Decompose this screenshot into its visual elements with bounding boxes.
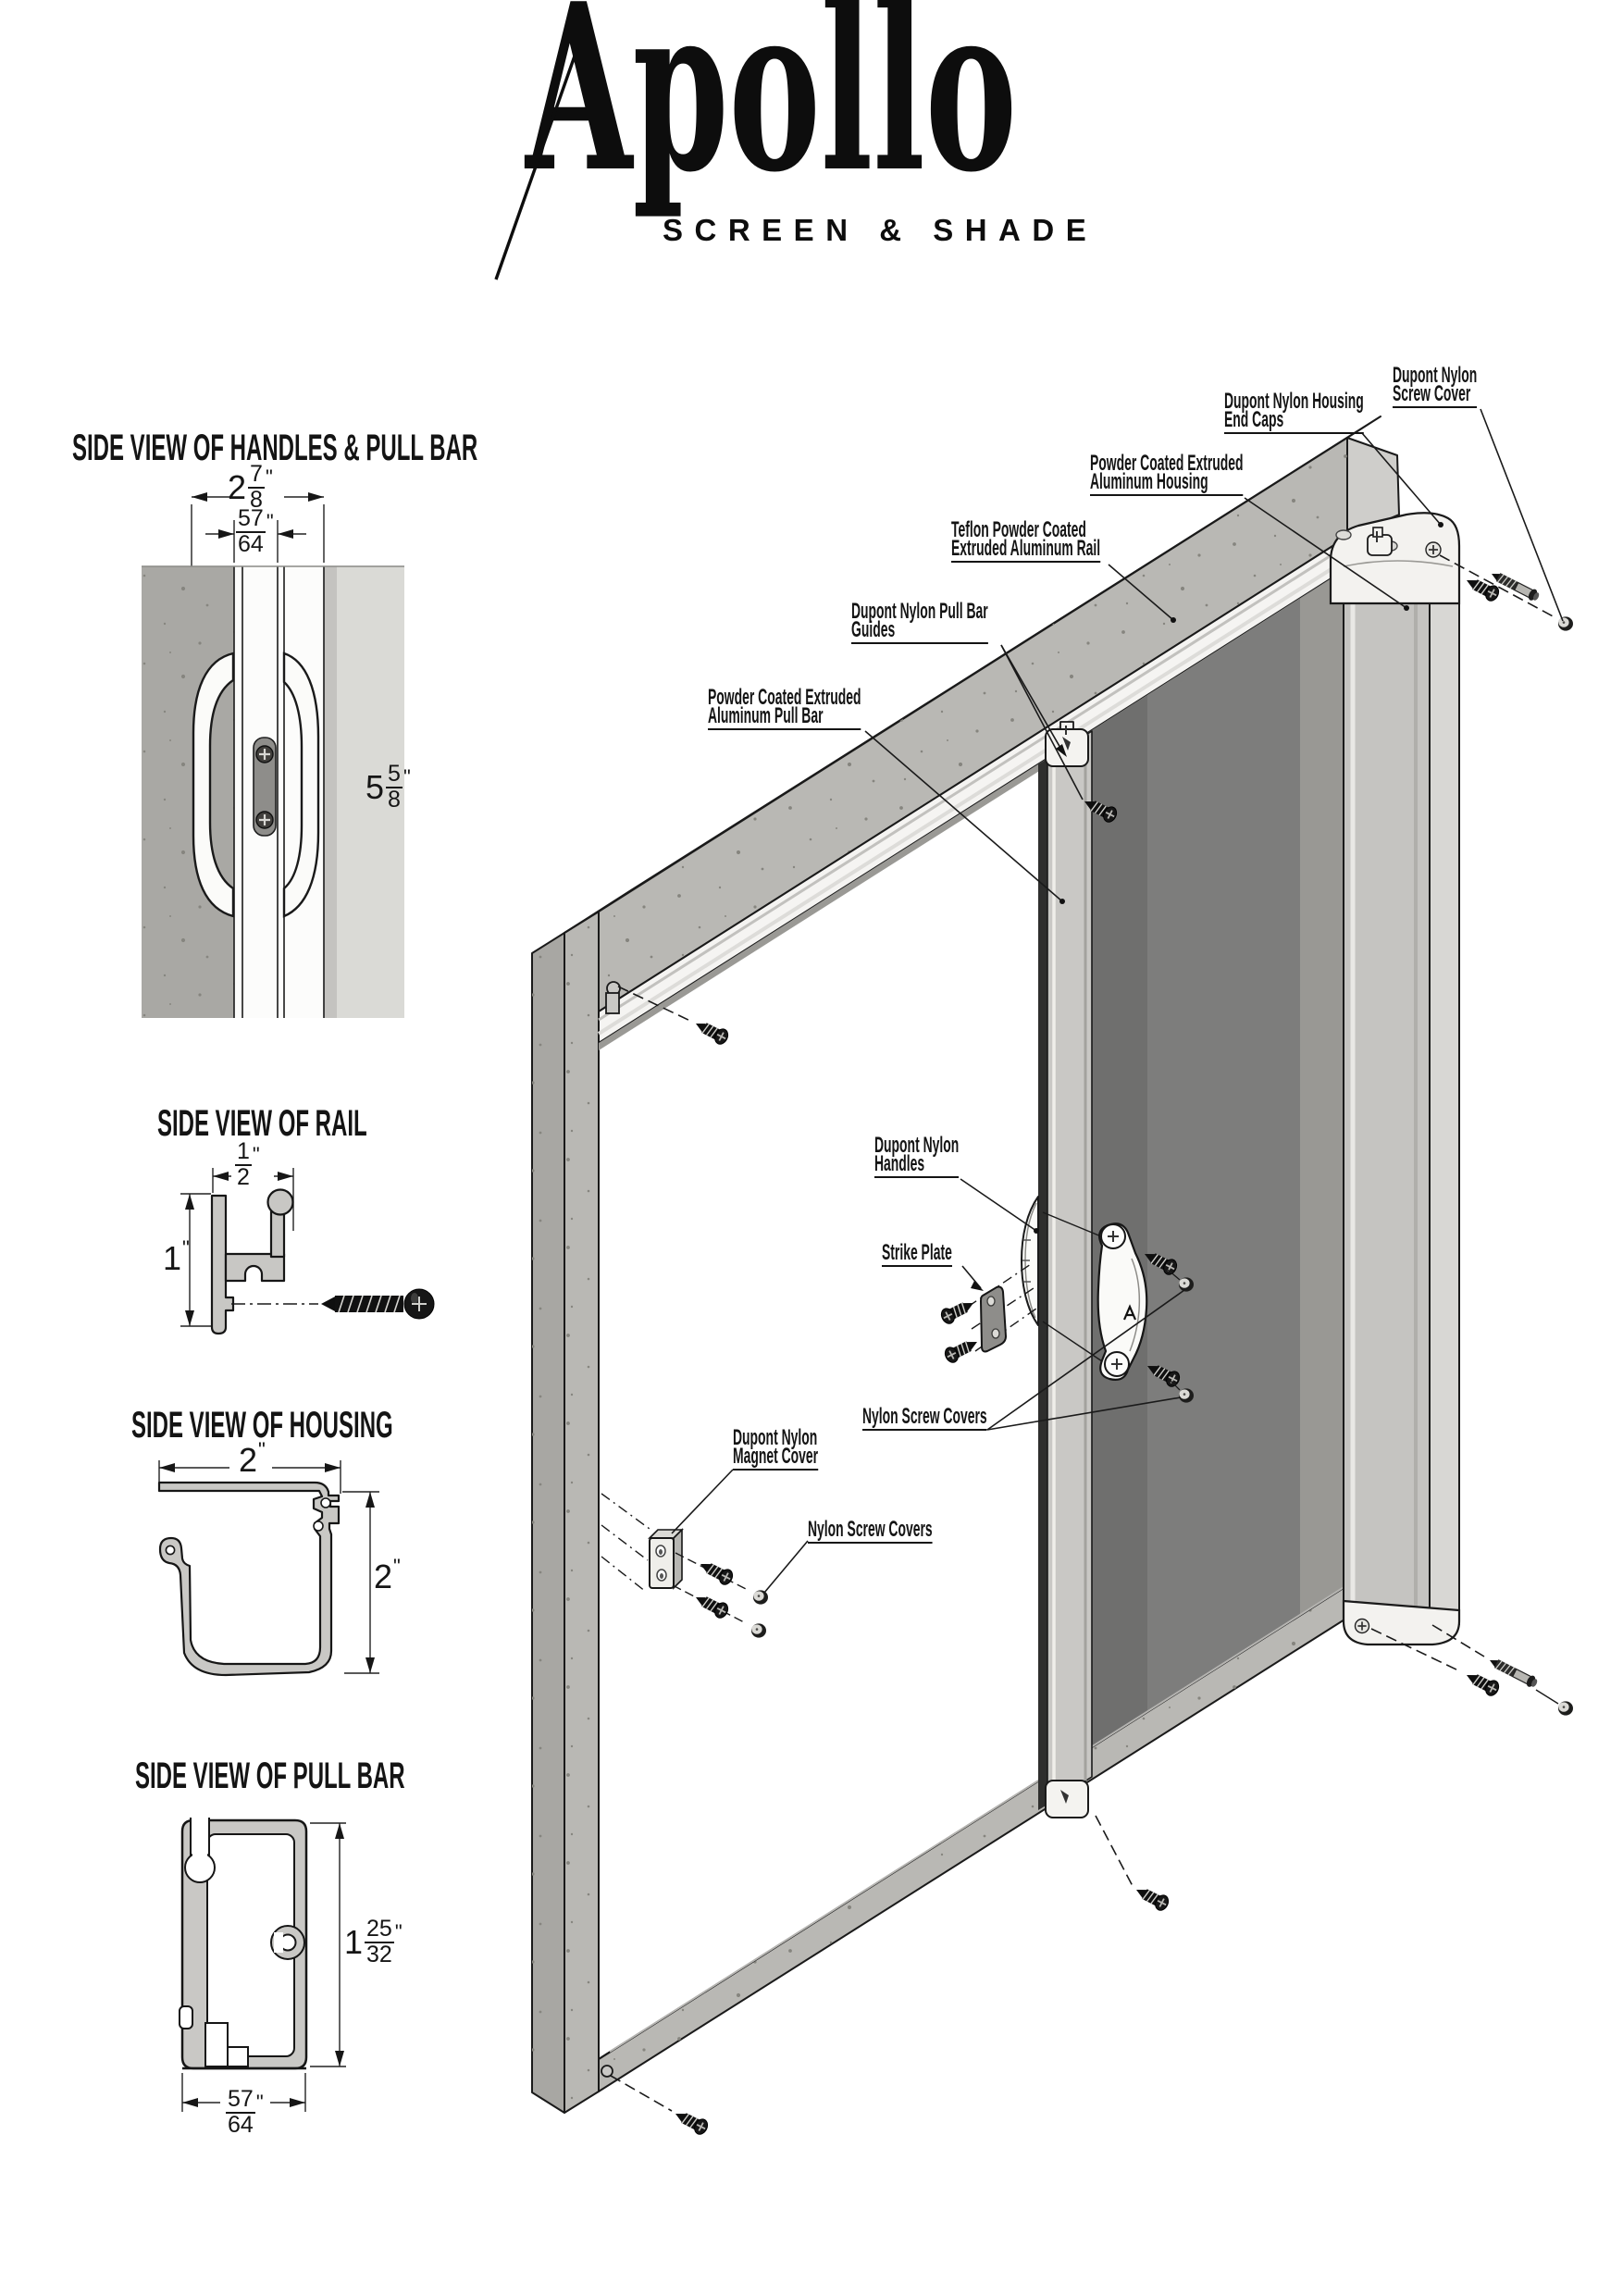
pull-bar-guide-bottom: [1045, 1780, 1089, 1818]
screw-icon: [1462, 1667, 1503, 1699]
screw-cover-icon: [1558, 616, 1573, 631]
title-side-view-housing: SIDE VIEW OF HOUSING: [131, 1405, 393, 1446]
screw-cover-icon: [751, 1623, 766, 1638]
pull-bar: [1021, 721, 1093, 1818]
title-side-view-pullbar: SIDE VIEW OF PULL BAR: [135, 1756, 405, 1796]
screw-icon: [691, 1589, 732, 1621]
callout-nylon-screw-covers-right: Nylon Screw Covers: [862, 1404, 987, 1431]
housing-profile: [157, 1481, 341, 1677]
brand-wordmark: Apollo: [526, 0, 1018, 223]
callout-housing-end-caps: Dupont Nylon Housing End Caps: [1224, 389, 1364, 434]
frame-corner-hardware: [601, 981, 732, 2138]
housing-column: [1329, 512, 1461, 1646]
housing-end-cap-bottom: [1342, 1599, 1461, 1646]
mount-plate: [253, 737, 277, 837]
callout-magnet-cover: Dupont Nylon Magnet Cover: [733, 1425, 819, 1471]
callout-aluminum-pull-bar: Powder Coated Extruded Aluminum Pull Bar: [708, 685, 861, 730]
rail-profile: [210, 1188, 294, 1335]
screw-icon: [937, 1295, 978, 1327]
top-right-screws: [1439, 554, 1573, 631]
screw-cover-icon: [1179, 1388, 1194, 1403]
magnet-cover-assembly: [601, 1493, 768, 1638]
handle-assembly: [1042, 1211, 1194, 1403]
leader-lines: [671, 408, 1564, 1594]
main-exploded-diagram: [531, 408, 1573, 2138]
title-side-view-handles: SIDE VIEW OF HANDLES & PULL BAR: [72, 428, 478, 468]
rail-side-view-drawing: [180, 1168, 435, 1335]
handles-side-view-drawing: [142, 492, 404, 1018]
bottom-right-screws: [1370, 1624, 1573, 1716]
callout-nylon-screw-covers-left: Nylon Screw Covers: [808, 1517, 933, 1544]
pull-bar-guide-top: [1045, 721, 1089, 767]
leader-ends: [971, 522, 1443, 1291]
bottom-rail: [603, 1568, 1375, 2056]
screw-icon: [1132, 1881, 1172, 1914]
screw-icon: [671, 2105, 712, 2138]
screw-icon: [691, 1015, 732, 1048]
callout-screw-cover: Dupont Nylon Screw Cover: [1393, 363, 1478, 408]
title-side-view-rail: SIDE VIEW OF RAIL: [157, 1103, 367, 1144]
callout-pull-bar-guides: Dupont Nylon Pull Bar Guides: [851, 599, 988, 644]
right-handle: [282, 652, 320, 918]
dim-housing-width: 2 ": [239, 1438, 266, 1479]
screw-cover-icon: [1179, 1277, 1194, 1292]
strike-plate-assembly: [937, 1263, 1037, 1366]
callout-aluminum-rail: Teflon Powder Coated Extruded Aluminum R…: [951, 517, 1101, 563]
screw-icon: [941, 1334, 982, 1366]
callout-aluminum-housing: Powder Coated Extruded Aluminum Housing: [1090, 451, 1244, 496]
screw-icon: [696, 1556, 737, 1588]
screw-cover-icon: [753, 1590, 768, 1605]
dim-housing-height: 2 ": [374, 1555, 401, 1595]
left-handle: [192, 652, 235, 918]
screw-cover-icon: [1558, 1701, 1573, 1716]
dim-rail-height: 1 ": [163, 1236, 190, 1277]
brand-tagline: SCREEN & SHADE: [663, 213, 1098, 247]
callout-strike-plate: Strike Plate: [882, 1240, 952, 1267]
rail-screw-icon: [321, 1288, 435, 1320]
pullbar-side-view-drawing: [179, 1818, 346, 2112]
housing-side-view-drawing: [157, 1460, 379, 1677]
brand-a-swash: [494, 47, 579, 280]
callout-handles: Dupont Nylon Handles: [874, 1133, 960, 1178]
